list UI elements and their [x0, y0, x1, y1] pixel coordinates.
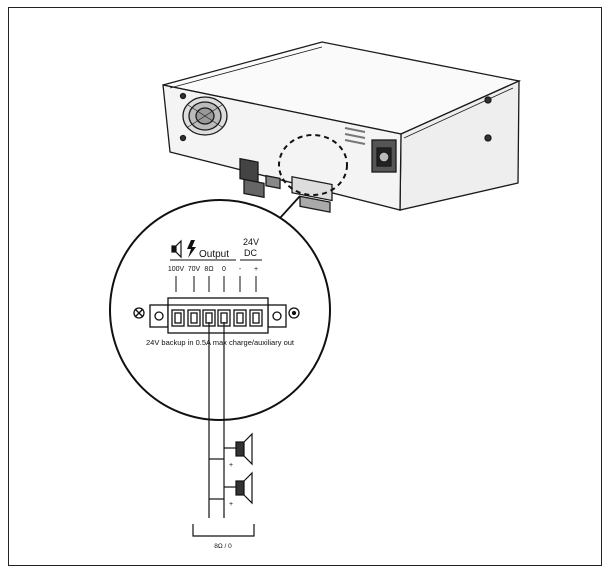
connector-highlight — [278, 134, 348, 196]
output-heading: Output — [199, 249, 229, 260]
terminal-caption: 24V backup in 0.5A max charge/auxiliary … — [146, 338, 295, 347]
terminal-label-8ohm: 8Ω — [204, 266, 213, 273]
speaker-wiring — [208, 322, 236, 518]
terminal-labels: 100V 70V 8Ω 0 - + — [168, 266, 258, 273]
terminal-label-70v: 70V — [188, 266, 201, 273]
impedance-bracket — [192, 524, 255, 537]
speaker-2 — [235, 471, 253, 505]
terminal-block — [149, 297, 287, 334]
speaker-1 — [235, 432, 253, 466]
impedance-label: 8Ω / 0 — [214, 543, 232, 550]
side-screws — [133, 307, 300, 319]
speaker-icon — [171, 239, 182, 259]
terminal-label-0: 0 — [222, 266, 226, 273]
lightning-icon — [187, 240, 196, 258]
dc-heading-24v: 24V — [243, 237, 259, 247]
dc-heading-dc: DC — [244, 248, 257, 258]
label-ticks — [175, 276, 257, 292]
terminal-label-minus: - — [239, 266, 242, 273]
speaker-2-plus: + — [229, 501, 233, 508]
amplifier-device — [162, 41, 522, 213]
terminal-label-plus: + — [254, 266, 258, 273]
fan-grille — [182, 96, 228, 136]
zoom-leader-line — [279, 195, 301, 219]
speaker-1-plus: + — [229, 462, 233, 469]
terminal-label-100v: 100V — [168, 266, 185, 273]
